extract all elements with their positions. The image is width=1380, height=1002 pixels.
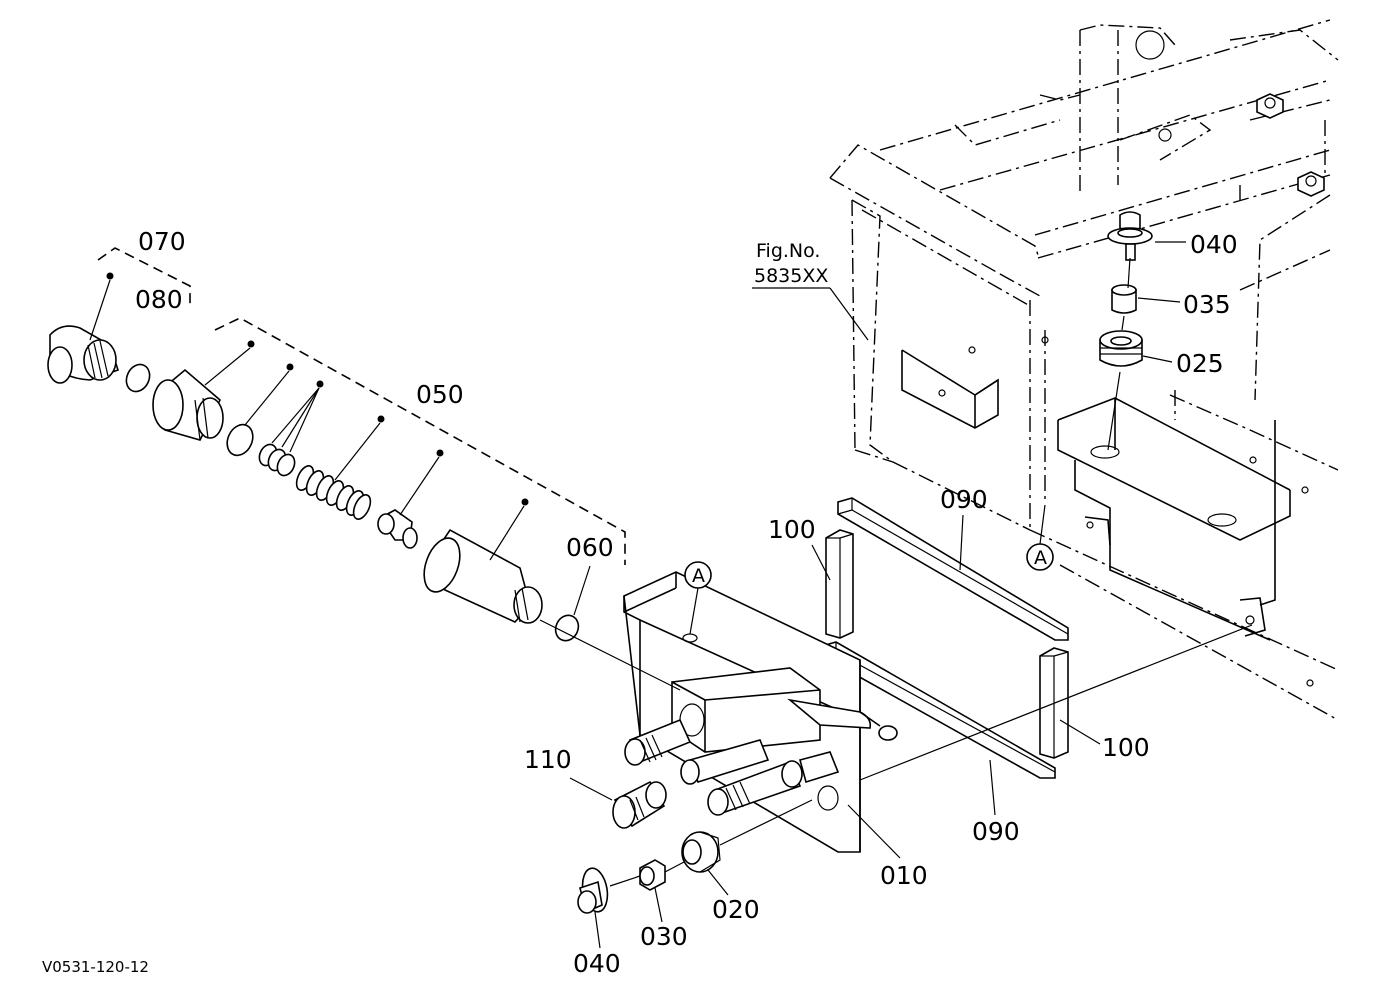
label-020: 020 (712, 895, 760, 924)
label-010: 010 (880, 861, 928, 890)
cushion-strips (811, 497, 1101, 816)
ref-label-a-left: A (692, 565, 705, 587)
fig-ref-line2: 5835XX (754, 265, 828, 287)
frame-phantom (829, 19, 1339, 721)
front-fittings (624, 718, 840, 816)
top-mount-stack (1099, 211, 1186, 451)
label-100-upper: 100 (768, 515, 816, 544)
label-070: 070 (138, 227, 186, 256)
label-100-lower: 100 (1102, 733, 1150, 762)
label-080: 080 (135, 285, 183, 314)
bottom-mount-stack (569, 777, 813, 949)
label-050: 050 (416, 380, 464, 409)
drawing-code: V0531-120-12 (42, 958, 149, 976)
label-040-top: 040 (1190, 230, 1238, 259)
fig-ref-line1: Fig.No. (756, 240, 820, 262)
ref-label-a-right: A (1034, 547, 1047, 569)
label-030: 030 (640, 922, 688, 951)
label-035: 035 (1183, 290, 1231, 319)
reference-line (859, 624, 1253, 781)
label-060: 060 (566, 533, 614, 562)
label-090-upper: 090 (940, 485, 988, 514)
label-090-lower: 090 (972, 817, 1020, 846)
label-025: 025 (1176, 349, 1224, 378)
label-110: 110 (524, 745, 572, 774)
mounting-plate-assembly (623, 571, 901, 859)
relief-valve-exploded (47, 247, 681, 691)
label-040-bottom: 040 (573, 949, 621, 978)
spring (295, 465, 372, 520)
